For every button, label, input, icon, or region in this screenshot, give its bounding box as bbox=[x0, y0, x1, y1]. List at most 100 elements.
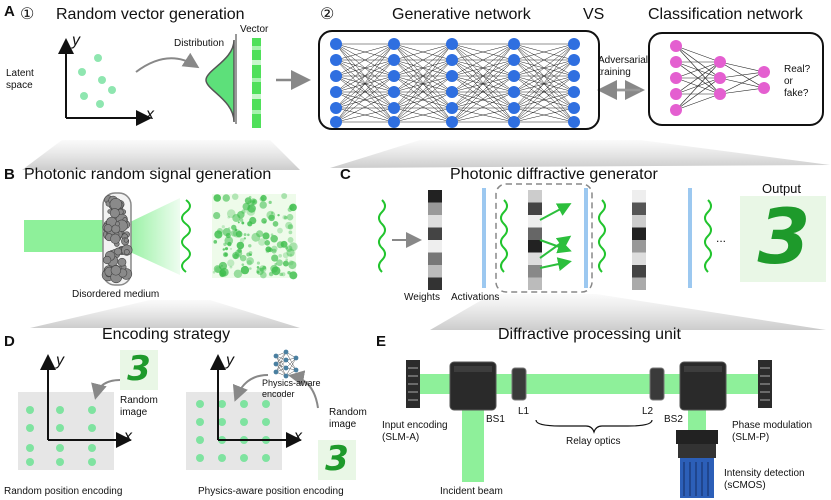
gen-node bbox=[330, 54, 342, 66]
vector-label: Vector bbox=[240, 24, 269, 35]
gen-node bbox=[568, 102, 580, 114]
gen-edge bbox=[335, 75, 395, 109]
panel-a-letter: A bbox=[4, 3, 15, 20]
gen-node bbox=[568, 54, 580, 66]
speckle-grain bbox=[222, 251, 229, 258]
speckle-grain bbox=[248, 267, 252, 270]
speckle-grain bbox=[237, 221, 240, 224]
panel-d-letter: D bbox=[4, 333, 15, 350]
medium-particle bbox=[110, 233, 121, 244]
pixel-cell bbox=[428, 202, 442, 215]
position-dot bbox=[196, 400, 204, 408]
pixel-cell bbox=[632, 240, 646, 253]
speckle-grain bbox=[247, 221, 253, 227]
encoder-node bbox=[273, 353, 279, 359]
speckle-grain bbox=[265, 246, 272, 253]
gen-edge bbox=[451, 43, 515, 109]
gen-node bbox=[388, 70, 400, 82]
position-dot bbox=[88, 406, 96, 414]
panel-e-letter: E bbox=[376, 333, 387, 350]
gen-edge bbox=[393, 75, 453, 109]
random-image-digit-left: 3 bbox=[127, 349, 151, 389]
encoder-node bbox=[283, 373, 289, 379]
d-left-axis-x: x bbox=[124, 428, 132, 445]
speckle-grain bbox=[289, 253, 293, 257]
cls-node bbox=[670, 104, 682, 116]
position-dot bbox=[88, 458, 96, 466]
speckle-grain bbox=[259, 271, 267, 279]
speckle-grain bbox=[285, 245, 293, 252]
speckle-grain bbox=[282, 252, 289, 259]
gen-edge bbox=[335, 43, 395, 61]
speckle-grain bbox=[270, 264, 279, 273]
speckle-grain bbox=[248, 251, 253, 255]
gen-node bbox=[446, 86, 458, 98]
pixel-cell bbox=[428, 265, 442, 278]
gen-edge bbox=[335, 43, 395, 109]
gen-edge bbox=[393, 43, 453, 93]
gen-edge bbox=[393, 91, 453, 109]
gen-edge bbox=[393, 43, 453, 123]
intensity-detection-label: Intensity detection (sCMOS) bbox=[724, 468, 805, 491]
speckle-grain bbox=[274, 262, 278, 266]
gen-edge bbox=[335, 43, 395, 93]
latent-space-label: Latent space bbox=[6, 68, 34, 91]
random-position-caption: Random position encoding bbox=[4, 486, 123, 497]
gen-node bbox=[388, 116, 400, 128]
position-dot bbox=[196, 418, 204, 426]
speckle-grain bbox=[282, 260, 289, 267]
speckle-grain bbox=[213, 265, 222, 273]
pixel-cell bbox=[632, 265, 646, 278]
panel-b-letter: B bbox=[4, 166, 15, 183]
speckle-grain bbox=[244, 197, 252, 205]
speckle-grain bbox=[227, 215, 230, 219]
gen-node bbox=[330, 70, 342, 82]
speckle-grain bbox=[213, 240, 218, 244]
speckle-grain bbox=[220, 264, 223, 267]
activations-label: Activations bbox=[451, 292, 500, 303]
medium-particle bbox=[109, 208, 120, 219]
gen-node bbox=[446, 70, 458, 82]
cls-edge bbox=[675, 61, 721, 95]
gen-edge bbox=[513, 43, 575, 77]
gen-node bbox=[508, 70, 520, 82]
gen-edge bbox=[513, 59, 575, 109]
speckle-grain bbox=[214, 230, 223, 239]
encoder-edge bbox=[285, 357, 297, 377]
speckle-grain bbox=[248, 244, 252, 248]
position-dot bbox=[218, 454, 226, 462]
speckle-grain bbox=[278, 253, 283, 258]
pixel-cell bbox=[528, 227, 542, 240]
gen-edge bbox=[513, 43, 575, 61]
speckle-grain bbox=[240, 265, 250, 275]
speckle-grain bbox=[219, 267, 229, 277]
cls-node bbox=[714, 88, 726, 100]
cls-edge bbox=[719, 61, 765, 73]
speckle-grain bbox=[243, 233, 247, 237]
medium-particle bbox=[115, 221, 120, 227]
speckle-grain bbox=[285, 246, 289, 250]
encoder-node bbox=[273, 369, 279, 375]
gen-node bbox=[508, 116, 520, 128]
gen-edge bbox=[393, 43, 453, 109]
gen-node bbox=[568, 38, 580, 50]
gen-node bbox=[330, 102, 342, 114]
gen-edge bbox=[513, 43, 575, 123]
gen-node bbox=[568, 70, 580, 82]
speckle-grain bbox=[288, 204, 295, 210]
speckle-grain bbox=[231, 193, 239, 200]
speckle-grain bbox=[271, 254, 279, 262]
panel-c-letter: C bbox=[340, 166, 351, 183]
gen-edge bbox=[451, 59, 515, 123]
gen-edge bbox=[393, 43, 453, 61]
relay-optics-label: Relay optics bbox=[566, 436, 621, 447]
speckle-grain bbox=[241, 263, 245, 266]
position-dot bbox=[26, 444, 34, 452]
latent-vector bbox=[252, 38, 261, 128]
speckle-grain bbox=[285, 258, 289, 261]
position-dot bbox=[196, 454, 204, 462]
speckle-grain bbox=[246, 260, 252, 266]
